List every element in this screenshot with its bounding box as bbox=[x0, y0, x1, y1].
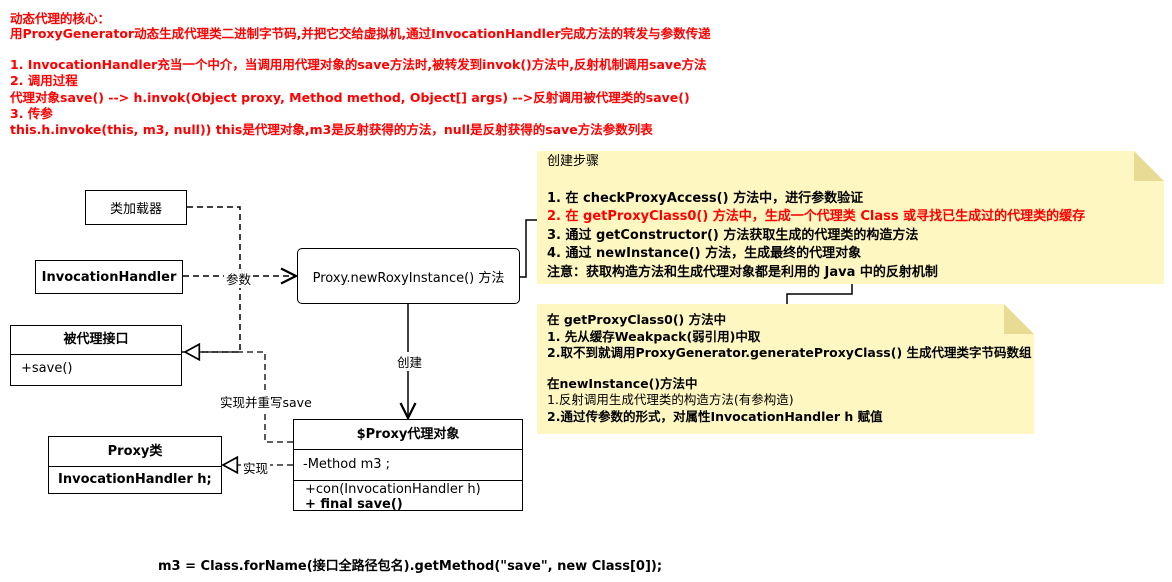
implement-label: 实现 bbox=[241, 458, 271, 477]
header-line-5: 3. 传参 bbox=[10, 106, 53, 121]
footer-code: m3 = Class.forName(接口全路径包名).getMethod("s… bbox=[158, 559, 663, 574]
implement-override-label: 实现并重写save bbox=[218, 392, 314, 411]
note1-caution: 注意：获取构造方法和生成代理对象都是利用的 Java 中的反射机制 bbox=[547, 264, 938, 280]
note2-line-6: 2.通过传参数的形式，对属性InvocationHandler h 赋值 bbox=[547, 408, 883, 424]
note-link bbox=[786, 284, 853, 304]
classloader-label: 类加载器 bbox=[109, 202, 162, 217]
proxy-class-box: Proxy类 InvocationHandler h; bbox=[48, 436, 222, 494]
note1-connector bbox=[520, 219, 537, 278]
proxy-new-instance-box: Proxy.newRoxyInstance() 方法 bbox=[297, 248, 520, 304]
invocation-handler-label: InvocationHandler bbox=[41, 269, 177, 285]
note2-line-3: 2.取不到就调用ProxyGenerator.generateProxyClas… bbox=[547, 345, 1032, 360]
note1-step-4: 4. 通过 newInstance() 方法，生成最终的代理对象 bbox=[547, 246, 862, 261]
proxied-interface-box: 被代理接口 +save() bbox=[10, 325, 182, 386]
classloader-connector bbox=[187, 206, 241, 352]
header-line-4: 代理对象save() --> h.invok(Object proxy, Met… bbox=[10, 90, 690, 105]
param-label: 参数 bbox=[224, 269, 254, 288]
creation-steps-note: 创建步骤 1. 在 checkProxyAccess() 方法中，进行参数验证 … bbox=[537, 151, 1164, 284]
dollar-proxy-method-save: + final save() bbox=[305, 497, 403, 512]
header-line-6: this.h.invoke(this, m3, null)) this是代理对象… bbox=[10, 122, 653, 137]
proxy-new-instance-label: Proxy.newRoxyInstance() 方法 bbox=[312, 270, 505, 286]
interface-title: 被代理接口 bbox=[11, 326, 181, 355]
header-line-2: 1. InvocationHandler充当一个中介，当调用用代理对象的save… bbox=[10, 57, 707, 72]
dollar-proxy-box: $Proxy代理对象 -Method m3 ; +con(InvocationH… bbox=[293, 419, 523, 512]
create-label: 创建 bbox=[395, 352, 425, 371]
header-line-1: 用ProxyGenerator动态生成代理类二进制字节码,并把它交给虚拟机,通过… bbox=[10, 26, 711, 41]
proxy-class-field: InvocationHandler h; bbox=[58, 472, 212, 487]
note2-line-2: 1. 先从缓存Weakpack(弱引用)中取 bbox=[547, 328, 761, 344]
header-title: 动态代理的核心： bbox=[10, 11, 111, 26]
invocation-handler-box: InvocationHandler bbox=[35, 260, 183, 294]
note2-line-5: 1.反射调用生成代理类的构造方法(有参构造) bbox=[547, 392, 794, 407]
note1-step-1: 1. 在 checkProxyAccess() 方法中，进行参数验证 bbox=[547, 190, 864, 206]
dollar-proxy-title: $Proxy代理对象 bbox=[294, 420, 522, 450]
dollar-proxy-method-con: +con(InvocationHandler h) bbox=[305, 482, 481, 497]
dollar-proxy-field: -Method m3 ; bbox=[294, 450, 522, 481]
note1-step-2: 2. 在 getProxyClass0() 方法中，生成一个代理类 Class … bbox=[547, 209, 1086, 224]
note1-step-3: 3. 通过 getConstructor() 方法获取生成的代理类的构造方法 bbox=[547, 227, 919, 243]
proxy-class-title: Proxy类 bbox=[49, 437, 221, 467]
header-line-3: 2. 调用过程 bbox=[10, 73, 78, 88]
note2-line-4: 在newInstance()方法中 bbox=[547, 375, 698, 391]
interface-method: +save() bbox=[21, 361, 73, 376]
note2-line-1: 在 getProxyClass0() 方法中 bbox=[547, 312, 727, 327]
classloader-box: 类加载器 bbox=[85, 190, 187, 225]
implementation-note: 在 getProxyClass0() 方法中 1. 先从缓存Weakpack(弱… bbox=[537, 304, 1034, 434]
note1-title: 创建步骤 bbox=[547, 154, 600, 169]
note-corner bbox=[1004, 304, 1034, 334]
note-corner bbox=[1134, 151, 1164, 181]
